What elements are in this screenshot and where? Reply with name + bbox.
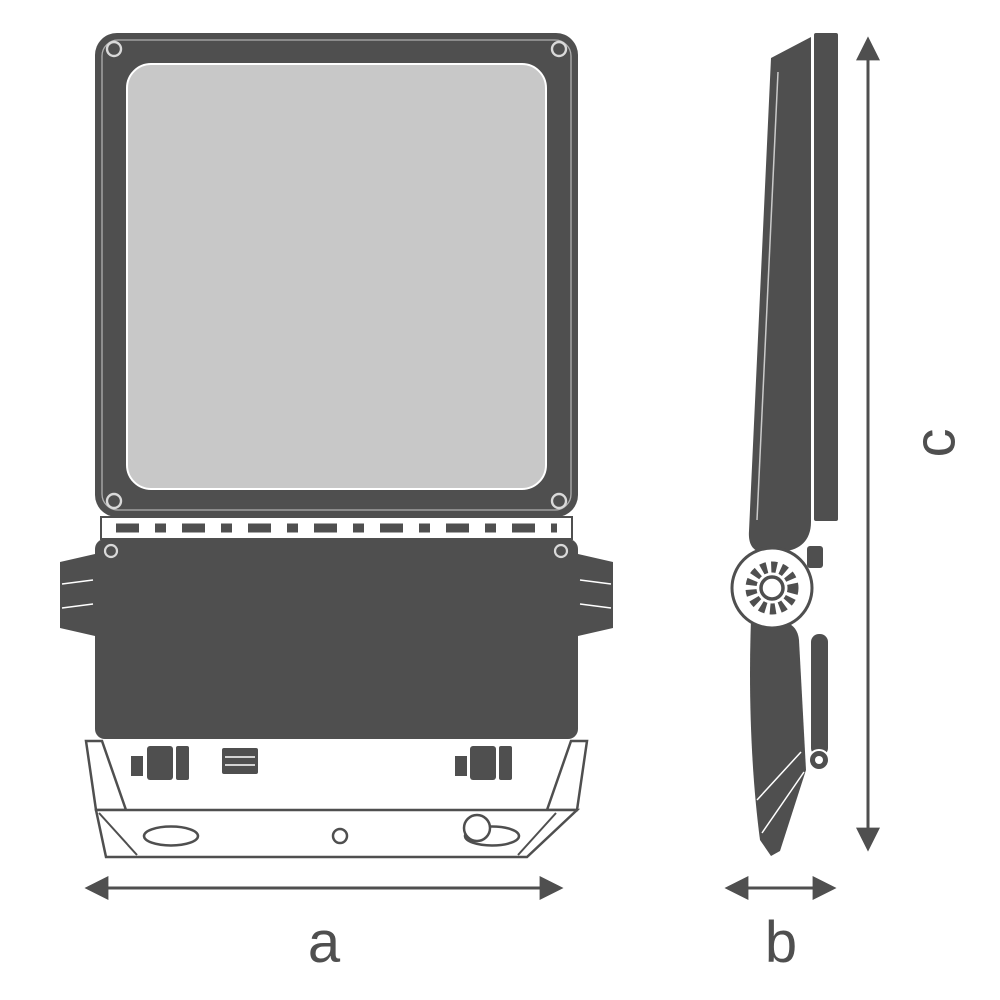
screw-icon — [105, 40, 123, 58]
rear-fin — [814, 33, 838, 521]
cable-gland-right — [578, 554, 613, 636]
dimension-label-a: a — [308, 910, 341, 975]
dimension-c: c — [856, 36, 968, 852]
component-stub — [131, 756, 143, 776]
frame-inner-line — [101, 39, 572, 511]
mounting-bracket — [84, 739, 589, 859]
dimension-a: a — [84, 876, 564, 975]
pivot-hole — [462, 813, 492, 843]
hinge-tab — [807, 546, 823, 568]
gland-ridge-line — [61, 603, 94, 609]
component-block — [176, 746, 189, 780]
screw-icon — [553, 543, 569, 559]
cable-gland-body — [578, 554, 613, 636]
head-profile — [748, 37, 811, 552]
bracket-fold-line — [517, 812, 557, 856]
pivot-bolt-center — [815, 756, 823, 764]
center-hole — [331, 827, 349, 845]
terminal-components — [131, 746, 512, 780]
screw-icon — [105, 492, 123, 510]
driver-housing — [95, 539, 578, 739]
cable-gland-body — [60, 554, 95, 636]
component-block — [470, 746, 496, 780]
lens-panel — [126, 63, 547, 490]
dimension-label-c: c — [903, 429, 968, 458]
screw-icon — [550, 492, 568, 510]
side-view — [730, 33, 838, 856]
component-stub — [455, 756, 467, 776]
hinge-hub — [759, 575, 785, 601]
dimension-b: b — [724, 876, 837, 975]
front-view — [60, 33, 613, 859]
component-block — [147, 746, 173, 780]
component-block — [222, 748, 258, 774]
screw-icon — [550, 40, 568, 58]
component-block — [499, 746, 512, 780]
bracket-edge — [811, 634, 828, 756]
hinge-knuckle — [730, 546, 814, 630]
gland-ridge-line — [579, 603, 612, 609]
mounting-slot — [142, 825, 200, 847]
screw-icon — [103, 543, 119, 559]
arm-fold-line — [761, 771, 805, 834]
bracket-wing-right — [545, 739, 589, 812]
arm-fold-line — [756, 751, 802, 801]
head-detail-line — [756, 71, 779, 521]
cable-gland-left — [60, 554, 95, 636]
hinge-gear-icon — [745, 561, 799, 615]
bracket-wing-left — [84, 739, 128, 812]
dimension-label-b: b — [765, 910, 797, 975]
gland-ridge-line — [579, 579, 612, 585]
bracket-fold-line — [98, 812, 138, 856]
bracket-arm — [750, 620, 806, 856]
gland-ridge-line — [61, 579, 94, 585]
